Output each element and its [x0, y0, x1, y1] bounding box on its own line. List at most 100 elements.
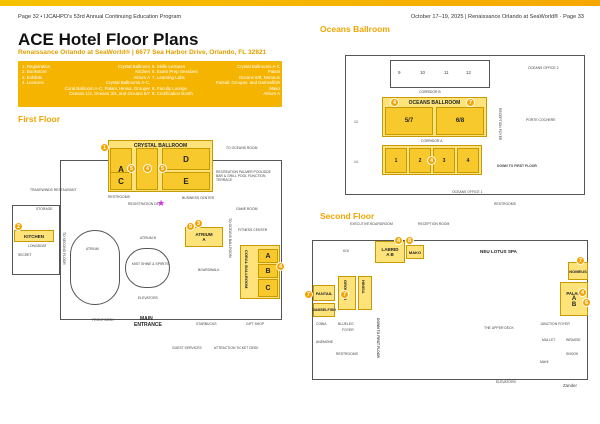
foyer-label: FOYER: [342, 328, 354, 332]
elevators-second-label: ELEVATORS: [496, 380, 516, 384]
legend-key: 2. Bookstore: [22, 69, 47, 75]
legend-key: 8. Faculty Lounge: [152, 85, 187, 91]
palani-b: B: [571, 301, 577, 308]
badge-1: 1: [100, 143, 109, 152]
legend-key: 4. Lectures: [22, 80, 44, 86]
oceans-num-11: 11: [444, 70, 449, 75]
snook-label: SNOOK: [566, 352, 579, 356]
legend-key: 3. Exhibits: [22, 74, 43, 80]
main-entrance-label: MAIN: [140, 316, 153, 322]
labrid-label: LABRID: [381, 247, 399, 252]
wrasse-label: WRASSE: [566, 338, 581, 342]
palani-label: PALANI: [566, 290, 582, 296]
badge-6: 6: [582, 298, 591, 307]
legend-value: Coral Ballroom A-C, Palani, Hinisa, Grou…: [64, 85, 150, 91]
cobia-label: COBIA: [316, 322, 327, 326]
crystal-room-e: E: [162, 172, 210, 190]
recreation-label: RECREATION PALMER POOLSIDE BAR & GRILL P…: [216, 170, 271, 182]
to-second-floor-label: TO SECOND FLOOR: [62, 232, 66, 265]
section-second-floor: Second Floor: [320, 211, 375, 221]
badge-4f: 4: [578, 288, 587, 297]
atrium-a-label: ATRIUM: [195, 232, 213, 237]
legend-row-left-1: 2. Bookstore Kitchen: [22, 69, 150, 74]
badge-9: 9: [186, 222, 195, 231]
longboat-label: LONGBOAT: [28, 244, 47, 248]
palani-room: PALANI A B: [560, 282, 588, 316]
porte-cochere-label: PORTE COCHERE: [526, 118, 556, 122]
oceans-office-1-label: OCEANS OFFICE 1: [452, 190, 483, 194]
reception-foyer-label: RECEPTION FOYER: [498, 108, 502, 141]
front-desk-label: FRONT DESK: [92, 318, 114, 322]
mahi-label: MAHI: [540, 360, 549, 364]
page-title: ACE Hotel Floor Plans: [18, 30, 199, 49]
badge-4d: 4: [427, 156, 436, 165]
header-left: Page 32 • IJCAHPO's 53rd Annual Continui…: [18, 14, 182, 20]
crystal-room-d: D: [162, 148, 210, 170]
badge-4b: 4: [276, 262, 285, 271]
legend-row-left-5: Oceans 1/2, Oceans 3/4, and Oceans 5/7: [22, 91, 150, 96]
legend-value: Mako: [269, 85, 280, 91]
second-floor-outline: [312, 240, 588, 380]
header-right: October 17–19, 2025 | Renaissance Orland…: [410, 14, 584, 20]
oceans-68: 6/8: [436, 107, 484, 135]
coral-room-a: A: [258, 249, 278, 263]
legend-value: Atrium A: [263, 91, 280, 97]
oceans-57: 5/7: [385, 107, 433, 135]
coral-room-c: C: [258, 279, 278, 297]
tradewinds-label: TRADEWINDS RESTAURANT: [30, 188, 77, 192]
exec-boardroom-label: EXECUTIVE BOARDROOM: [350, 222, 393, 226]
business-center-label: BUSINESS CENTER: [182, 196, 215, 200]
gift-shop-label: GIFT SHOP: [246, 322, 265, 326]
koi-label: KOI: [343, 249, 349, 253]
legend-key: 6. Exam Prep Sessions: [152, 69, 198, 75]
section-oceans-ballroom: Oceans Ballroom: [320, 24, 390, 34]
legend-row-right-0: 5. Skills Lectures Crystal Ballrooms A-C: [152, 64, 280, 69]
reception-room-label: RECEPTION ROOM: [418, 222, 450, 226]
zander-label: Zander: [563, 383, 577, 388]
second-down-first-label: DOWN TO FIRST FLOOR: [376, 318, 380, 358]
legend-right-column: 5. Skills Lectures Crystal Ballrooms A-C 6…: [152, 64, 280, 96]
labrid-ab: A B: [386, 252, 394, 257]
palani-a: A: [571, 295, 577, 302]
oceans-top-block: [390, 60, 490, 88]
mullet-label: MULLET: [542, 338, 556, 342]
badge-7a: 7: [466, 98, 475, 107]
badge-3: 3: [194, 219, 203, 228]
hinisa-label: HINISA: [361, 280, 366, 294]
down-first-floor-label: DOWN TO FIRST FLOOR: [497, 164, 537, 168]
legend-key: 5. Skills Lectures: [152, 64, 186, 69]
legend-value: Oceans 6/8, Nomeus: [238, 74, 280, 80]
section-first-floor: First Floor: [18, 114, 61, 124]
oceans-office-2-label: OCEANS OFFICE 2: [528, 66, 559, 70]
storage-label: STORAGE: [36, 207, 53, 211]
mist-label: MIST SHINE & SPIRITS: [132, 262, 169, 266]
main-entrance-label-2: ENTRANCE: [134, 322, 162, 328]
badge-7c: 7: [340, 290, 349, 299]
to-oceans-ballroom-label: TO OCEANS BALLROOM: [228, 218, 232, 258]
legend-value: Oceans 1/2, Oceans 3/4, and Oceans 5/7: [69, 91, 150, 97]
hinisa-room: [358, 276, 372, 310]
legend-value: Crystal Ballrooms A-C: [237, 64, 280, 69]
oceans-num-12: 12: [466, 70, 472, 75]
elevators-label: ELEVATORS: [138, 296, 158, 300]
atrium-left-outline: [70, 230, 120, 305]
page-subtitle: Renaissance Orlando at SeaWorld® | 6677 …: [18, 49, 267, 56]
atrium-label: ATRIUM: [86, 247, 99, 251]
legend-value: Kitchen: [135, 69, 150, 75]
crystal-ballroom-label: CRYSTAL BALLROOM: [133, 143, 188, 149]
attraction-label: ATTRACTION TICKET DESK: [214, 346, 259, 350]
game-room-label: GAME ROOM: [236, 207, 258, 211]
kitchen-room: KITCHEN: [14, 230, 54, 242]
legend-key: 9. Certification Booth: [152, 91, 193, 97]
badge-7d: 7: [576, 256, 585, 265]
west-wing-outline: [12, 205, 60, 275]
top-accent-bar: [0, 0, 600, 6]
legend-value: Palani: [267, 69, 280, 75]
oceans-num-9: 9: [398, 70, 401, 75]
oceans-room-3: 3: [433, 148, 455, 173]
